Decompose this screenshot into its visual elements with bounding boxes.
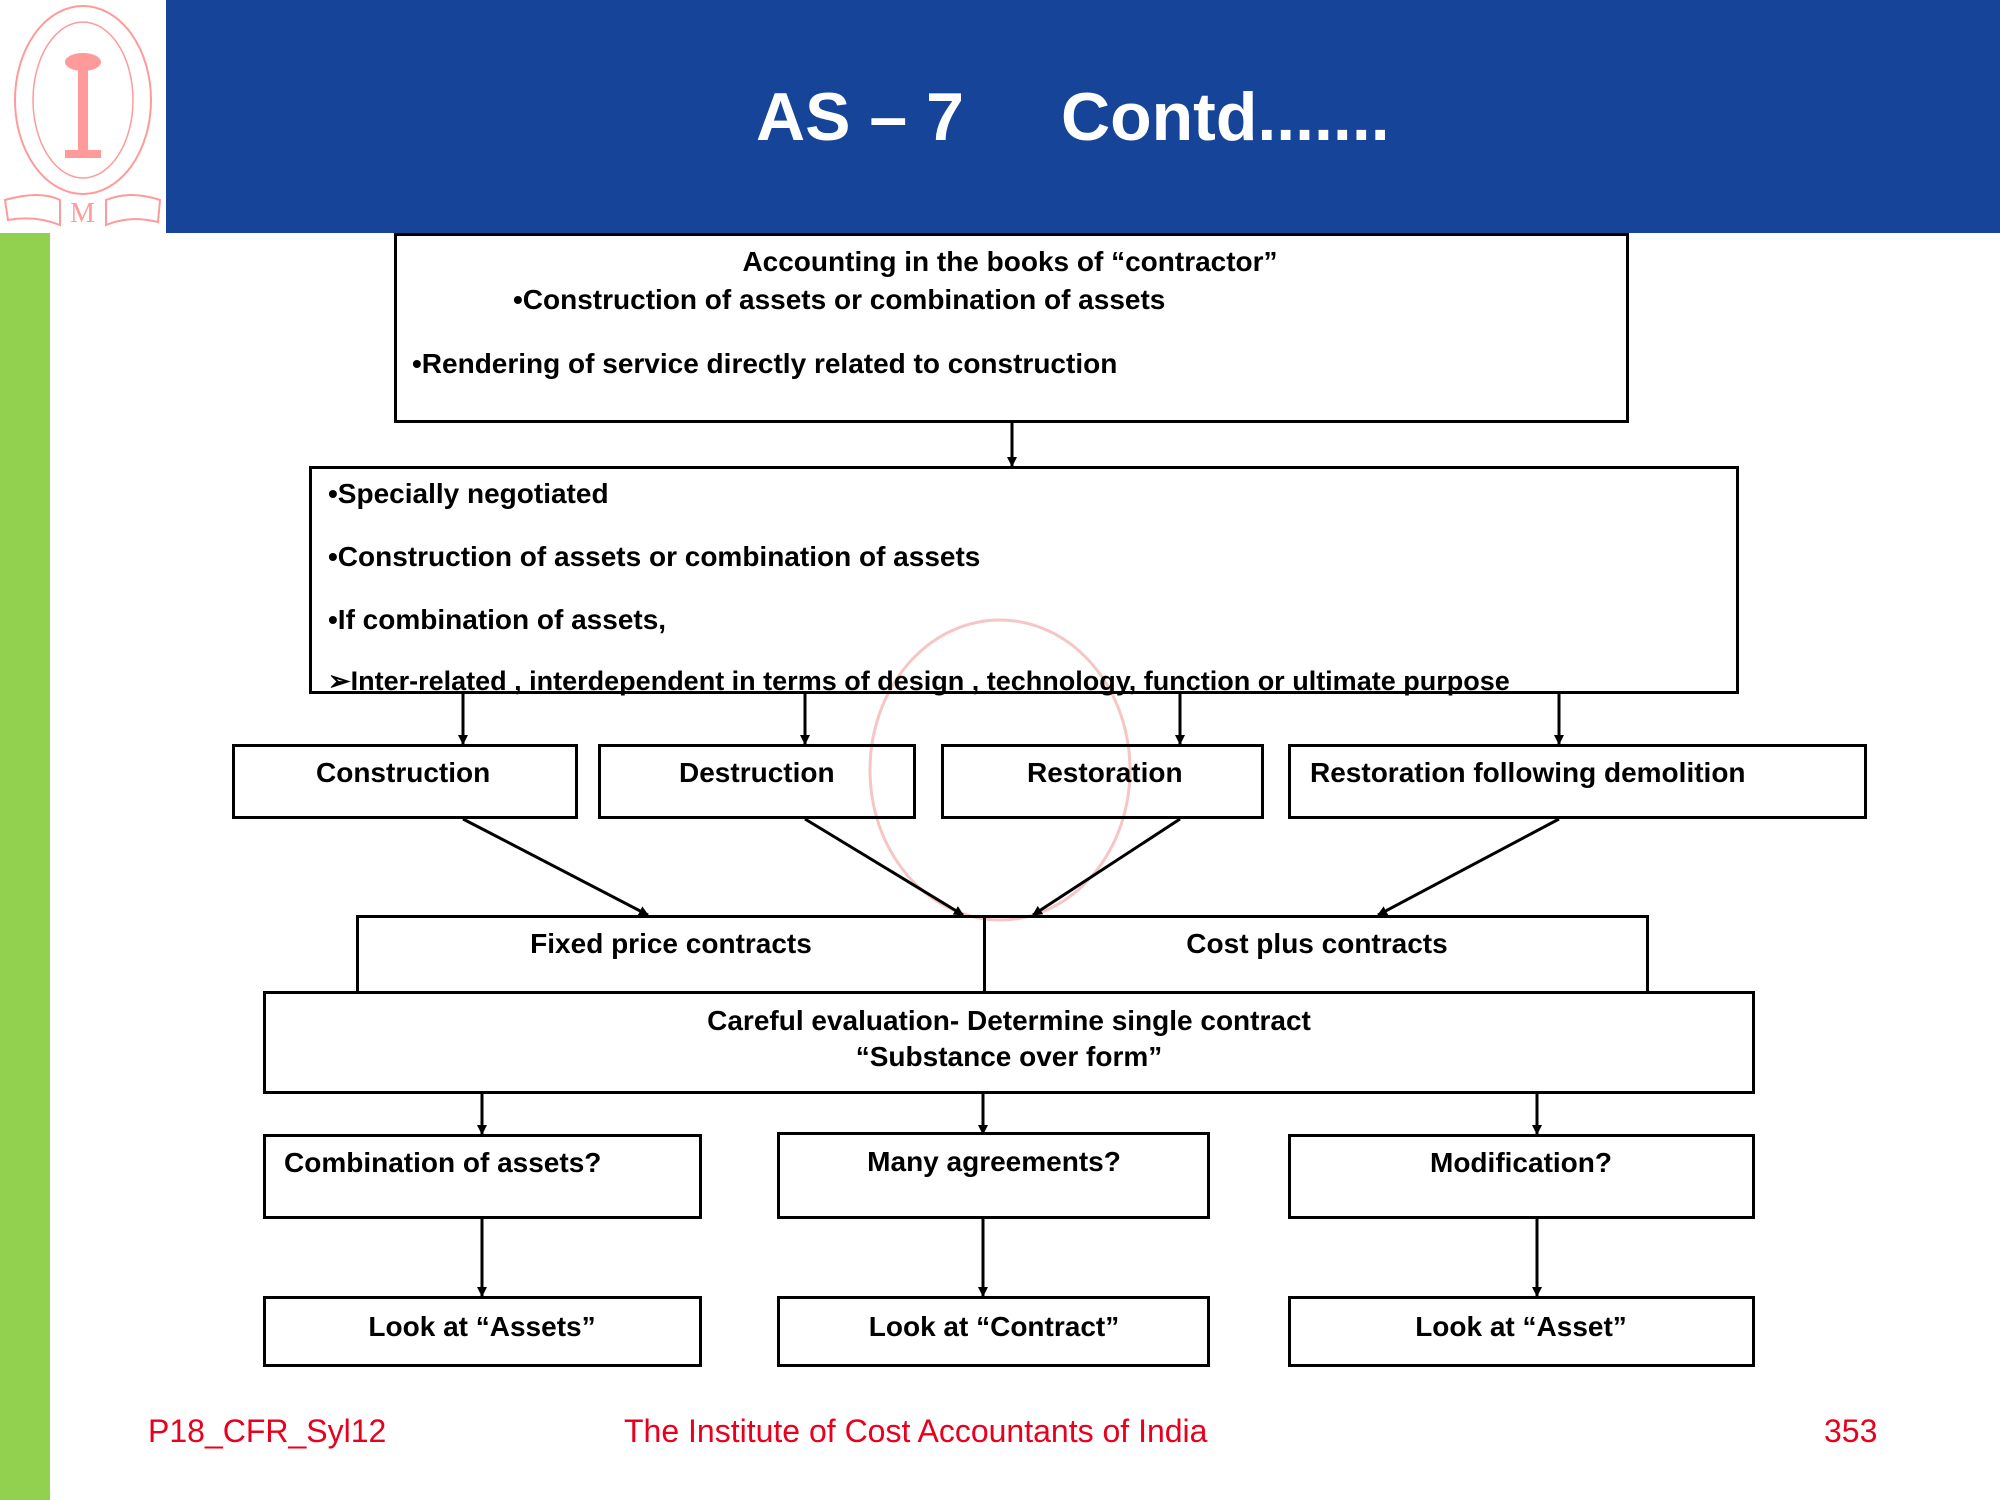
criteria-item: •Specially negotiated bbox=[328, 478, 609, 509]
cost-plus-label: Cost plus contracts bbox=[1186, 928, 1448, 959]
contractor-item: •Rendering of service directly related t… bbox=[412, 348, 1118, 379]
question-label: Many agreements? bbox=[867, 1146, 1121, 1177]
question-box bbox=[777, 1132, 1210, 1219]
footer-code: P18_CFR_Syl12 bbox=[148, 1413, 387, 1449]
type-label: Construction bbox=[316, 757, 491, 788]
title-bar bbox=[166, 0, 2000, 233]
evaluation-line1: Careful evaluation- Determine single con… bbox=[707, 1005, 1311, 1036]
contractor-box bbox=[394, 233, 1629, 423]
type-label: Restoration bbox=[1027, 757, 1183, 788]
slide-title-right: Contd....... bbox=[1061, 79, 1390, 155]
question-box bbox=[1288, 1134, 1755, 1219]
answer-label: Look at “Asset” bbox=[1415, 1311, 1627, 1342]
answer-box bbox=[263, 1296, 702, 1367]
type-label: Restoration following demolition bbox=[1310, 757, 1746, 788]
arrow bbox=[462, 817, 649, 917]
evaluation-line2: “Substance over form” bbox=[855, 1041, 1163, 1072]
arrow bbox=[1377, 817, 1560, 917]
footer-institute: The Institute of Cost Accountants of Ind… bbox=[624, 1413, 1208, 1449]
slide-title-left: AS – 7 bbox=[756, 79, 964, 155]
question-label: Combination of assets? bbox=[284, 1147, 602, 1178]
answer-box bbox=[1288, 1296, 1755, 1367]
svg-text:M: M bbox=[70, 198, 95, 229]
type-box-destruction bbox=[598, 744, 916, 819]
evaluation-box bbox=[263, 991, 1755, 1094]
institute-logo: M bbox=[0, 0, 166, 233]
answer-label: Look at “Assets” bbox=[368, 1311, 596, 1342]
criteria-item: •If combination of assets, bbox=[328, 604, 667, 635]
answer-label: Look at “Contract” bbox=[868, 1311, 1120, 1342]
arrow bbox=[804, 817, 964, 917]
question-label: Modification? bbox=[1430, 1147, 1612, 1178]
page-number: 353 bbox=[1824, 1413, 1878, 1449]
question-box bbox=[263, 1134, 702, 1219]
watermark-ellipse bbox=[868, 618, 1132, 922]
type-box-restoration bbox=[941, 744, 1264, 819]
type-label: Destruction bbox=[679, 757, 835, 788]
contractor-heading: Accounting in the books of “contractor” bbox=[742, 246, 1278, 277]
type-box-construction bbox=[232, 744, 578, 819]
criteria-item: •Construction of assets or combination o… bbox=[328, 541, 981, 572]
answer-box bbox=[777, 1296, 1210, 1367]
type-box-restoration-demolition bbox=[1288, 744, 1867, 819]
accent-bar bbox=[0, 233, 50, 1500]
criteria-box bbox=[309, 466, 1739, 694]
arrow bbox=[1032, 817, 1181, 917]
contractor-item: •Construction of assets or combination o… bbox=[513, 284, 1166, 315]
criteria-item: ➢Inter-related , interdependent in terms… bbox=[328, 666, 1510, 696]
fixed-price-label: Fixed price contracts bbox=[530, 928, 812, 959]
